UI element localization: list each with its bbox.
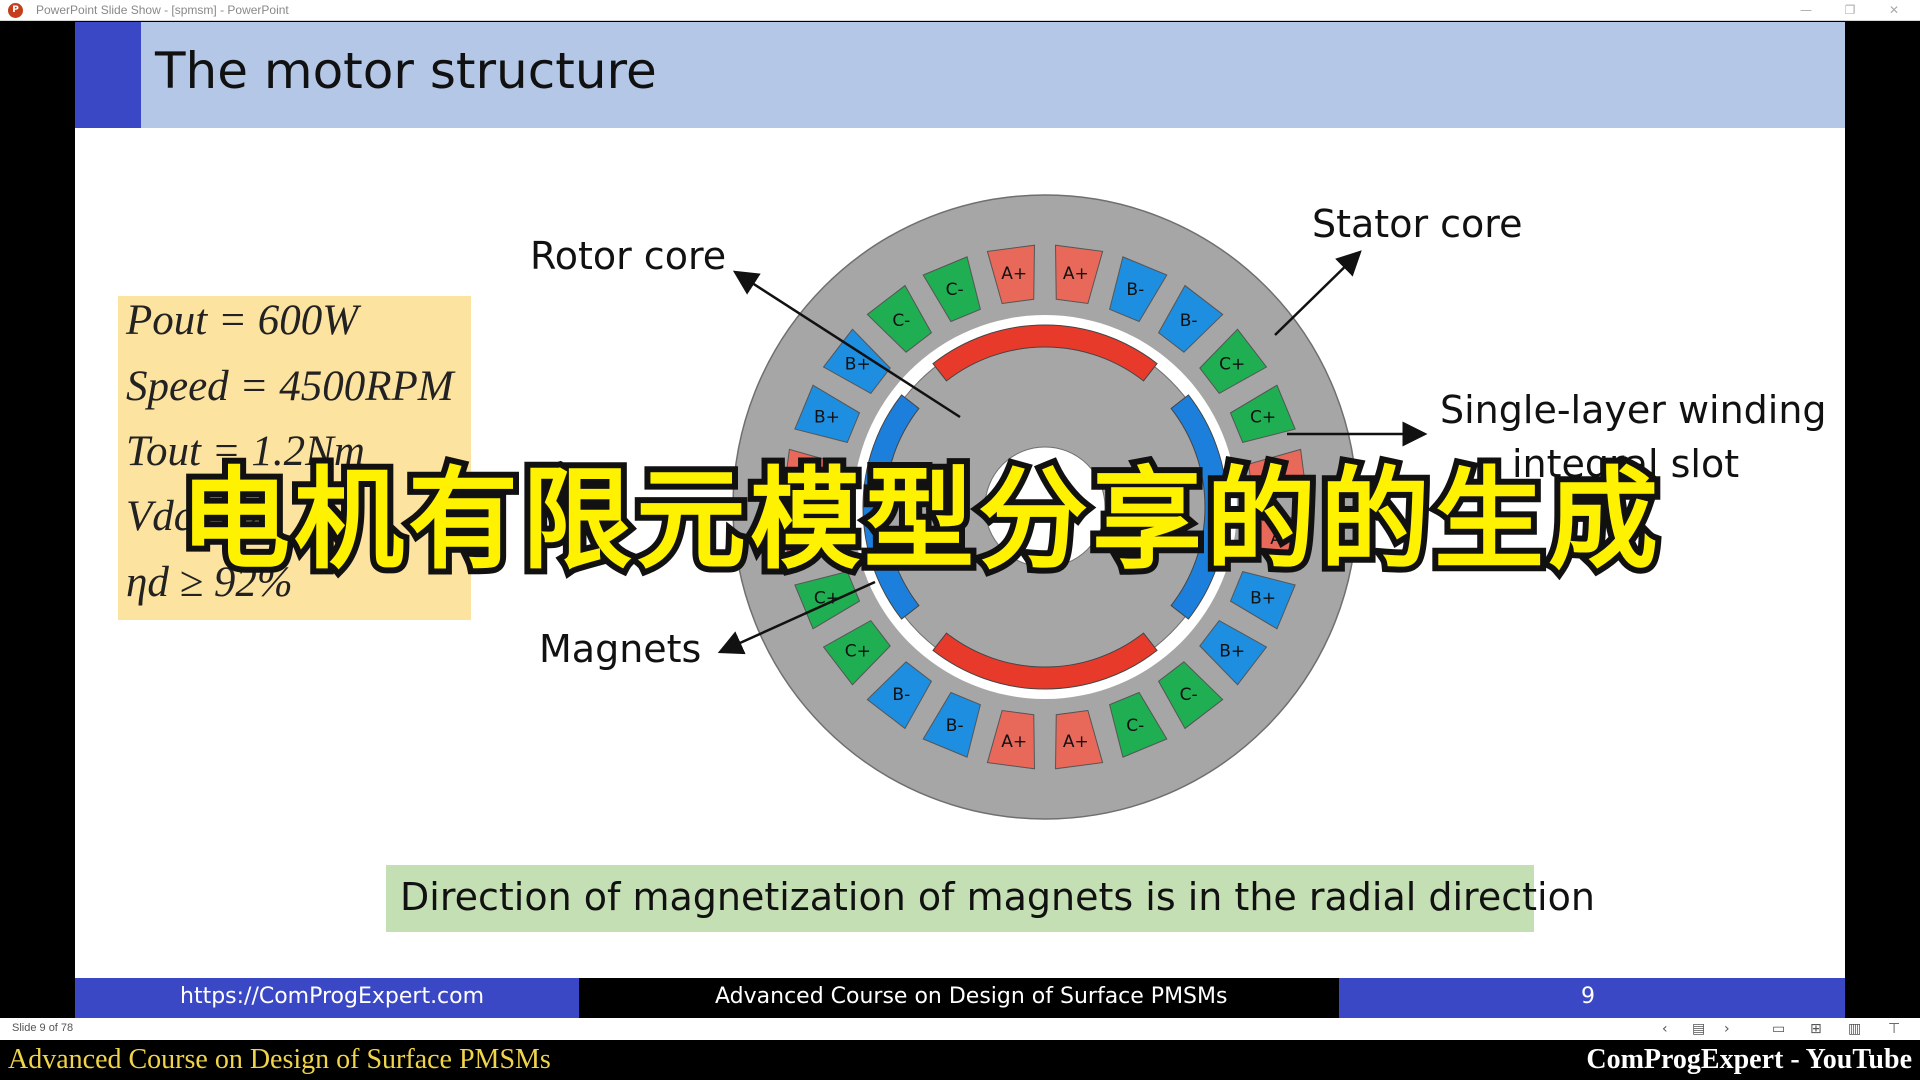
footer-course: Advanced Course on Design of Surface PMS…: [715, 984, 1228, 1009]
magnet-top: [932, 324, 1158, 382]
slide-footer: https://ComProgExpert.com Advanced Cours…: [75, 978, 1845, 1018]
winding-label-line1: Single-layer winding: [1440, 388, 1827, 432]
title-band: [141, 22, 1845, 128]
slide-canvas[interactable]: The motor structure Pout = 600W Speed = …: [75, 22, 1845, 1018]
magnet-bottom: [932, 632, 1158, 690]
window-title-bar: P PowerPoint Slide Show - [spmsm] - Powe…: [0, 0, 1920, 21]
stator-slot: [1199, 619, 1268, 686]
stator-slot: [1229, 384, 1296, 443]
slot-label: B-: [1126, 280, 1144, 300]
stator-slot: [986, 709, 1035, 770]
footer-page-number: 9: [1581, 984, 1595, 1009]
stator-core-label: Stator core: [1312, 202, 1523, 246]
stator-slot: [1055, 244, 1104, 305]
specs-box: Pout = 600W Speed = 4500RPM Tout = 1.2Nm…: [118, 296, 471, 620]
slot-label: A+: [1063, 264, 1089, 284]
footer-right: 9: [1339, 978, 1845, 1018]
restore-icon[interactable]: ❐: [1844, 3, 1856, 17]
course-title-overlay: Advanced Course on Design of Surface PMS…: [8, 1044, 551, 1075]
stator-slot: [922, 691, 981, 758]
minimize-icon[interactable]: —: [1800, 3, 1812, 17]
stator-slot: [1229, 571, 1296, 630]
slot-label: A+: [1001, 732, 1027, 752]
reading-view-icon[interactable]: ▥: [1848, 1021, 1862, 1037]
slot-label: C+: [1219, 354, 1245, 374]
slot-label: B+: [1250, 588, 1276, 608]
stator-slot: [866, 661, 933, 730]
slot-label: C+: [814, 588, 840, 608]
slot-label: A-: [1270, 467, 1287, 487]
status-bar: Slide 9 of 78 ‹ ▤ › ▭ ⊞ ▥ ⊤: [0, 1018, 1920, 1040]
normal-view-icon[interactable]: ▭: [1772, 1021, 1786, 1037]
slot-label: A+: [1001, 264, 1027, 284]
stator-slot: [782, 517, 843, 566]
slot-label: A-: [1270, 529, 1287, 549]
slot-label: C+: [845, 642, 871, 662]
slot-label: C-: [892, 311, 910, 331]
spec-vdc: Vdc = 2: [126, 493, 265, 540]
shaft-hole: [984, 446, 1106, 568]
slot-label: A+: [1063, 732, 1089, 752]
stator-slot: [1157, 661, 1224, 730]
spec-torque: Tout = 1.2Nm: [126, 428, 365, 475]
powerpoint-app-icon: P: [8, 3, 23, 18]
slide-menu-icon[interactable]: ▤: [1692, 1021, 1706, 1037]
slot-label: B-: [892, 685, 910, 705]
window-title: PowerPoint Slide Show - [spmsm] - PowerP…: [36, 3, 289, 17]
stator-slot: [1109, 256, 1168, 323]
slide-sorter-icon[interactable]: ⊞: [1810, 1021, 1822, 1037]
slot-label: C+: [1250, 408, 1276, 428]
footer-url[interactable]: https://ComProgExpert.com: [180, 984, 485, 1009]
overlay-caption: 电机有限元模型分享的的生成: [174, 450, 1664, 590]
slide-counter: Slide 9 of 78: [12, 1022, 74, 1034]
title-accent-bar: [75, 22, 141, 128]
note-text: Direction of magnetization of magnets is…: [400, 875, 1595, 919]
slot-label: A-: [802, 529, 819, 549]
magnet-right: [1170, 394, 1228, 620]
footer-left: https://ComProgExpert.com: [75, 978, 579, 1018]
video-overlay-strip: Advanced Course on Design of Surface PMS…: [0, 1040, 1920, 1080]
stator-slot: [1247, 517, 1308, 566]
slot-label: A-: [802, 467, 819, 487]
slideshow-icon[interactable]: ⊤: [1888, 1021, 1901, 1037]
stator-slot: [782, 448, 843, 497]
spec-efficiency: ηd ≥ 92%: [126, 559, 293, 606]
spec-speed: Speed = 4500RPM: [126, 363, 454, 410]
next-slide-icon[interactable]: ›: [1724, 1021, 1730, 1037]
channel-name-overlay: ComProgExpert - YouTube: [1586, 1044, 1912, 1075]
footer-middle: Advanced Course on Design of Surface PMS…: [579, 978, 1339, 1018]
note-box: Direction of magnetization of magnets is…: [386, 865, 1595, 932]
slot-label: B+: [814, 408, 840, 428]
slot-label: B-: [946, 716, 964, 736]
stator-slot: [1055, 709, 1104, 770]
slot-label: B+: [1219, 642, 1245, 662]
stator-slot: [986, 244, 1035, 305]
slot-label: C-: [946, 280, 964, 300]
close-icon[interactable]: ✕: [1888, 3, 1900, 17]
stator-slot: [1157, 284, 1224, 353]
stator-slot: [1199, 328, 1268, 395]
slot-label: B+: [845, 354, 871, 374]
previous-slide-icon[interactable]: ‹: [1662, 1021, 1668, 1037]
stator-slot: [1109, 691, 1168, 758]
slot-label: C-: [1126, 716, 1144, 736]
rotor-core-label: Rotor core: [530, 234, 727, 278]
spec-pout: Pout = 600W: [126, 297, 359, 344]
magnets-label: Magnets: [539, 627, 702, 671]
slide-title: The motor structure: [155, 42, 657, 100]
slot-label: C-: [1180, 685, 1198, 705]
slot-label: B-: [1180, 311, 1198, 331]
winding-label-line2: integral slot: [1512, 442, 1740, 486]
stator-slot: [1247, 448, 1308, 497]
